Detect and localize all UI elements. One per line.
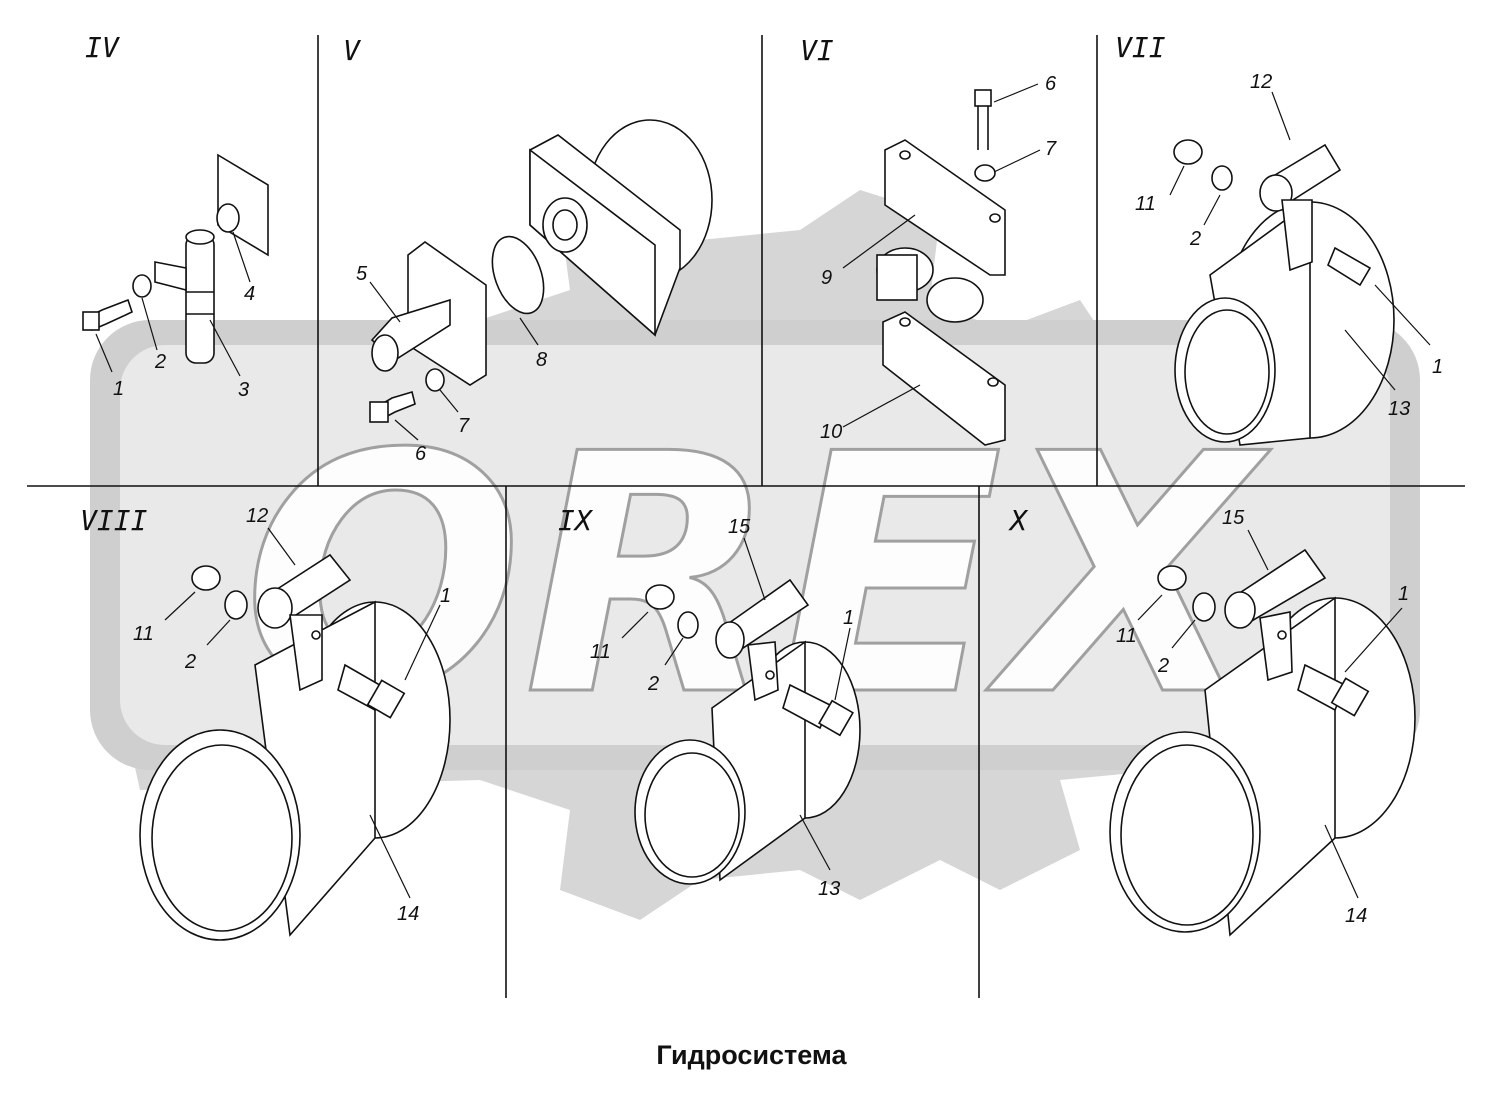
callout-ix-2: 2 [647,673,659,695]
panel-vii: 12 11 2 1 13 [1135,71,1443,446]
panel-title-viii: VIII [80,504,148,537]
callout-viii-11: 11 [133,623,154,645]
panel-title-vii: VII [1115,31,1166,64]
callout-vi-9: 9 [821,267,832,289]
panel-vi: 6 7 9 10 [820,73,1057,446]
callout-ix-13: 13 [818,878,840,900]
callout-vii-12: 12 [1250,71,1272,93]
callout-vi-7: 7 [1045,138,1057,160]
callout-iv-4: 4 [244,283,255,305]
panel-v: 5 6 7 8 [356,119,713,465]
callout-vi-10: 10 [820,421,842,443]
callout-x-1: 1 [1398,583,1409,605]
callout-v-7: 7 [458,415,470,437]
callout-iv-2: 2 [154,351,166,373]
callout-x-14: 14 [1345,905,1367,927]
panel-x: 15 11 1 2 14 [1109,507,1416,937]
callout-ix-1: 1 [843,607,854,629]
panel-viii: 12 11 2 1 14 [133,505,451,941]
callout-viii-12: 12 [246,505,268,527]
panel-title-x: X [1008,504,1029,537]
callout-vii-13: 13 [1388,398,1410,420]
callout-viii-2: 2 [184,651,196,673]
callout-x-11: 11 [1116,625,1137,647]
callout-v-5: 5 [356,263,368,285]
callout-vii-2: 2 [1189,228,1201,250]
callout-vii-1: 1 [1432,356,1443,378]
figure-caption: Гидросистема [656,1040,847,1070]
callout-x-2: 2 [1157,655,1169,677]
callout-vii-11: 11 [1135,193,1156,215]
panel-dividers [27,35,1465,998]
callout-ix-15: 15 [728,516,751,538]
panel-title-vi: VI [800,34,834,67]
callout-viii-14: 14 [397,903,419,925]
callout-v-8: 8 [536,349,547,371]
panel-title-v: V [343,34,362,67]
panel-ix: 15 11 2 1 13 [590,516,861,900]
callout-viii-1: 1 [440,585,451,607]
panel-iv: 1 2 3 4 [82,153,269,401]
callout-v-6: 6 [415,443,427,465]
callout-iv-1: 1 [113,378,124,400]
callout-iv-3: 3 [238,379,249,401]
callout-x-15: 15 [1222,507,1245,529]
callout-ix-11: 11 [590,641,611,663]
panel-title-ix: IX [558,504,594,537]
panel-title-iv: IV [85,31,121,64]
callout-vi-6: 6 [1045,73,1057,95]
